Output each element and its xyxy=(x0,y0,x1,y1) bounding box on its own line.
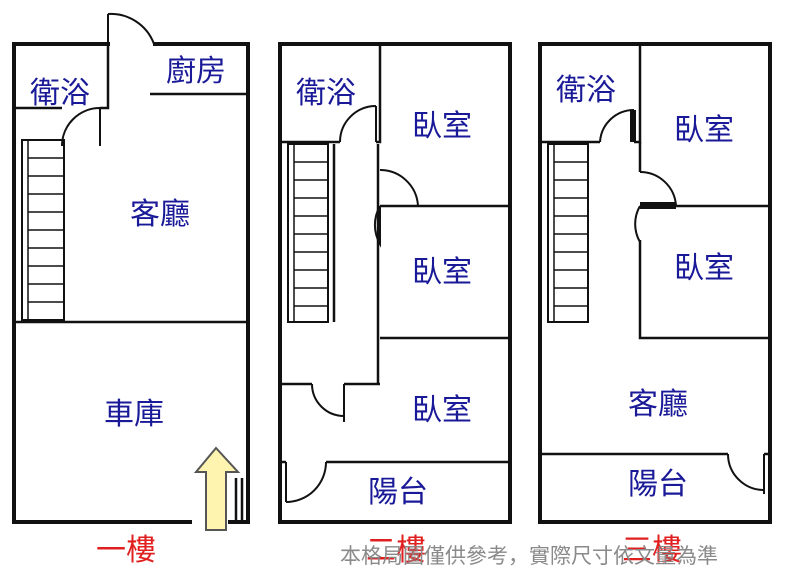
door-swing-icon xyxy=(285,461,327,503)
floor-1-bath-wall xyxy=(14,44,110,110)
door-swing-icon xyxy=(339,105,377,143)
room-label: 廚房 xyxy=(166,54,226,89)
floor-label: 三樓 xyxy=(622,533,682,568)
door-swing-icon xyxy=(727,453,765,494)
floor-2-bath-wall xyxy=(280,44,382,144)
floor-3-outer-wall xyxy=(538,42,772,524)
door-swing-icon xyxy=(61,107,101,147)
floor-2-bedroom-wall xyxy=(380,204,510,340)
floor-label: 一樓 xyxy=(96,533,156,568)
door-swing-icon xyxy=(311,383,345,422)
floor-3-plan: 衛浴 臥室 臥室 客廳 陽台 三樓 xyxy=(538,42,772,568)
floor-2-outer-wall xyxy=(278,42,512,524)
stairs-icon xyxy=(21,139,65,321)
room-label: 臥室 xyxy=(412,393,472,428)
door-swing-icon xyxy=(599,108,635,143)
door-leaf xyxy=(630,110,636,142)
floor-1-outer-wall xyxy=(12,42,250,524)
floor-2-corridor-wall xyxy=(332,144,380,384)
room-label: 衛浴 xyxy=(296,76,356,111)
room-label: 衛浴 xyxy=(30,76,90,111)
entrance-arrow-icon xyxy=(193,446,241,531)
stairs-icon xyxy=(287,143,329,323)
room-label: 臥室 xyxy=(412,109,472,144)
floor-2-plan: 衛浴 臥室 臥室 臥室 陽台 二樓 xyxy=(278,42,512,568)
door-swing-icon xyxy=(373,168,419,248)
room-label: 陽台 xyxy=(628,467,688,502)
door-swing-icon xyxy=(107,12,155,45)
room-label: 臥室 xyxy=(674,113,734,148)
garage-door-frame xyxy=(234,478,244,522)
door-swing-icon xyxy=(634,170,677,243)
room-label: 客廳 xyxy=(130,197,190,232)
room-label: 臥室 xyxy=(674,251,734,286)
room-label: 車庫 xyxy=(104,397,164,432)
room-label: 陽台 xyxy=(368,475,428,510)
floor-3-bedroom-wall xyxy=(638,142,770,340)
disclaimer-note: 本格局圖僅供參考，實際尺寸依文量為準 xyxy=(340,544,718,568)
floor-1-plan: 衛浴 廚房 客廳 車庫 一樓 xyxy=(12,12,250,568)
room-label: 臥室 xyxy=(412,255,472,290)
room-label: 客廳 xyxy=(628,387,688,422)
door-leaf xyxy=(640,202,676,209)
stairs-icon xyxy=(547,143,589,323)
floor-label: 二樓 xyxy=(366,533,426,568)
room-label: 衛浴 xyxy=(556,73,616,108)
